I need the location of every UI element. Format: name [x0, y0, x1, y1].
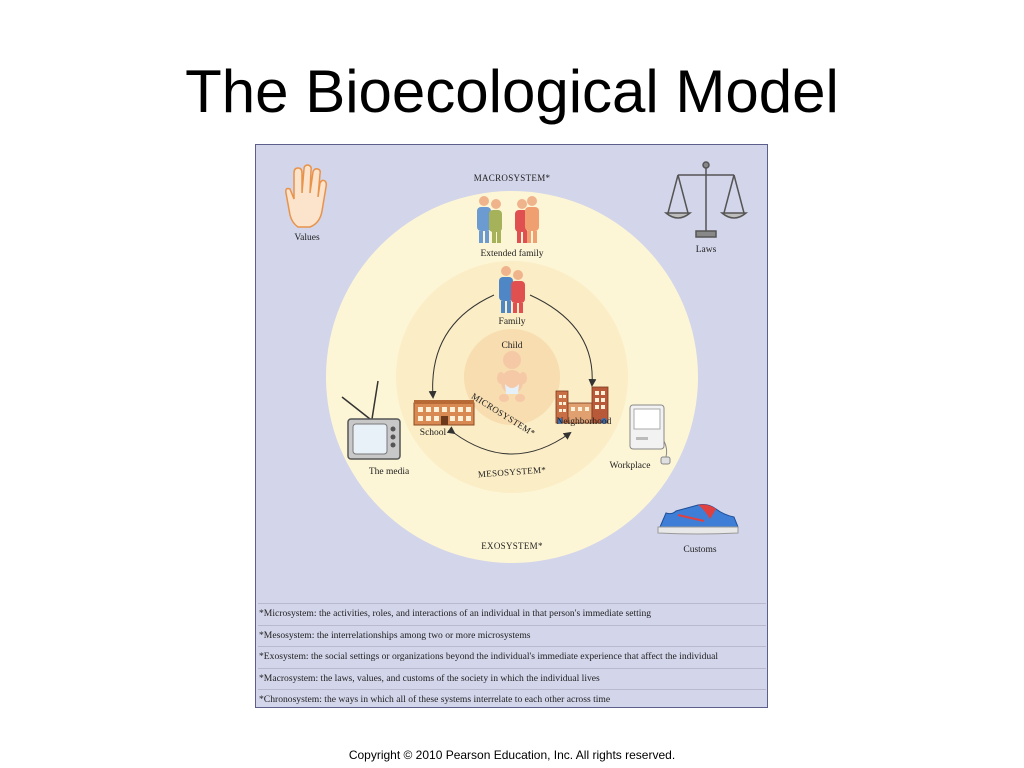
the-media-label: The media	[368, 467, 410, 477]
shoe-icon	[657, 504, 739, 535]
definition-microsystem: *Microsystem: the activities, roles, and…	[258, 604, 766, 626]
exosystem-label: EXOSYSTEM*	[481, 541, 543, 551]
extended-family-label: Extended family	[480, 249, 544, 259]
school-label: School	[419, 428, 447, 438]
copyright-footer: Copyright © 2010 Pearson Education, Inc.…	[348, 748, 676, 762]
arrow-family-neighborhood	[529, 294, 597, 387]
page-title: The Bioecological Model	[185, 58, 839, 125]
computer-icon	[629, 404, 671, 465]
definition-chronosystem: *Chronosystem: the ways in which all of …	[259, 694, 611, 705]
child-label: Child	[501, 341, 523, 351]
baby-icon	[497, 351, 527, 402]
customs-label: Customs	[683, 545, 717, 555]
neighborhood-buildings-icon	[555, 386, 609, 424]
definition-macrosystem: *Macrosystem: the laws, values, and cust…	[258, 669, 766, 690]
family-people-icon	[499, 266, 525, 313]
definition-exosystem: *Exosystem: the social settings or organ…	[258, 647, 766, 669]
macrosystem-label: MACROSYSTEM*	[473, 173, 551, 183]
family-label: Family	[498, 317, 526, 327]
definitions-list: *Microsystem: the activities, roles, and…	[258, 603, 766, 707]
workplace-label: Workplace	[609, 461, 651, 471]
diagram-graphics	[285, 161, 749, 563]
school-building-icon	[413, 400, 475, 426]
extended-family-people-icon	[477, 196, 539, 243]
values-label: Values	[294, 233, 320, 243]
hand-icon	[285, 164, 328, 228]
definition-mesosystem: *Mesosystem: the interrelationships amon…	[258, 626, 766, 647]
laws-label: Laws	[695, 245, 717, 255]
arrow-family-school	[428, 294, 495, 399]
tv-icon	[341, 380, 401, 460]
bioecological-diagram: MACROSYSTEM* Values Laws Extended family…	[255, 144, 768, 708]
arrow-school-neighborhood	[446, 426, 572, 455]
neighborhood-label: Neighborhood	[556, 417, 612, 427]
scales-icon	[663, 161, 749, 238]
